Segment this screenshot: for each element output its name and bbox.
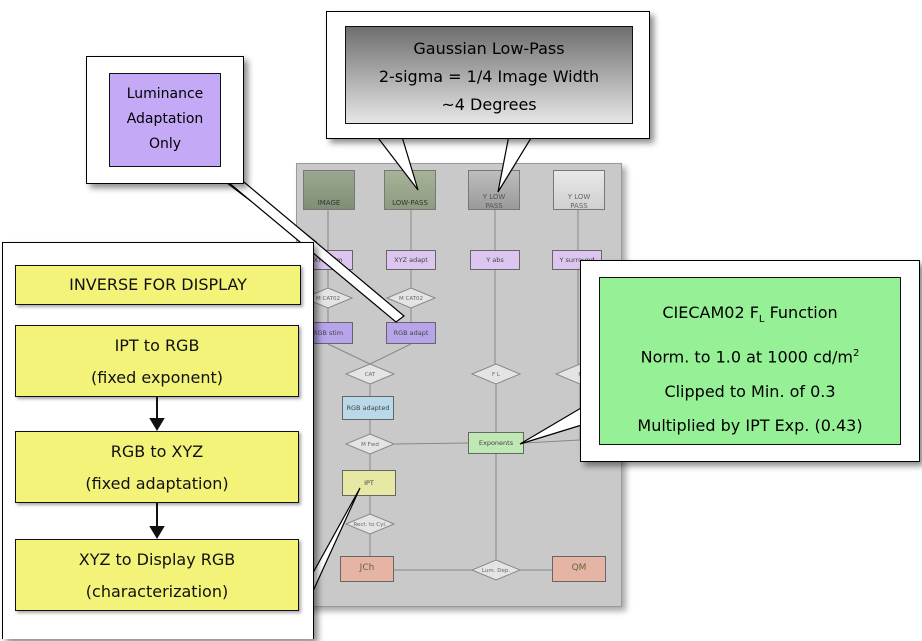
- callout-ciecam02-fl: CIECAM02 FL Function Norm. to 1.0 at 100…: [580, 260, 920, 462]
- node-label: RGB stim: [312, 329, 344, 337]
- gaussian-line-1: Gaussian Low-Pass: [413, 39, 565, 58]
- callout-luminance-adaptation: Luminance Adaptation Only: [86, 56, 244, 184]
- ciecam-clipped: Clipped to Min. of 0.3: [664, 381, 836, 401]
- node-label: Exponents: [478, 439, 514, 447]
- node-jch: JCh: [340, 556, 394, 582]
- step-2-line-2: (fixed adaptation): [85, 474, 229, 493]
- thumbnail-label: IMAGE: [317, 199, 341, 207]
- thumbnail-label: Y LOW PASS: [482, 193, 506, 210]
- node-label: QM: [571, 563, 587, 573]
- inverse-arrows: [149, 397, 165, 539]
- thumbnail-y-surround: Y LOW PASS: [553, 170, 605, 210]
- gaussian-line-2: 2-sigma = 1/4 Image Width: [378, 67, 600, 86]
- ciecam-norm-main: Norm. to 1.0 at 1000 cd/m: [640, 347, 853, 367]
- node-label: Y surround: [559, 256, 595, 264]
- node-label: IPT: [364, 479, 374, 487]
- callout-gaussian-low-pass: Gaussian Low-Pass 2-sigma = 1/4 Image Wi…: [326, 11, 650, 139]
- step-1-line-2: (fixed exponent): [91, 368, 223, 387]
- gaussian-line-3: ~4 Degrees: [441, 95, 537, 114]
- node-qm: QM: [552, 556, 606, 582]
- step-3-line-1: XYZ to Display RGB: [78, 550, 236, 569]
- diamond-label-lum-dep: Lum. Dep.: [482, 568, 510, 574]
- node-label: Y abs: [486, 256, 504, 264]
- thumbnail-y-low-pass: Y LOW PASS: [468, 170, 520, 210]
- ciecam-title-main: CIECAM02 F: [662, 303, 759, 322]
- diamond-label-rect-to-cyl: Rect. to Cyl.: [353, 522, 387, 528]
- ciecam-box: CIECAM02 FL Function Norm. to 1.0 at 100…: [599, 277, 901, 445]
- step-1-line-1: IPT to RGB: [114, 336, 200, 355]
- arrow-down-icon: [149, 418, 165, 431]
- inverse-header: INVERSE FOR DISPLAY: [15, 265, 301, 305]
- node-y-abs: Y abs: [470, 250, 520, 270]
- luminance-line-1: Luminance: [126, 86, 204, 102]
- callout-inverse-for-display: INVERSE FOR DISPLAY IPT to RGB (fixed ex…: [2, 242, 314, 639]
- inverse-step-xyz-to-display-rgb: XYZ to Display RGB (characterization): [15, 539, 299, 611]
- diamond-label-cat: CAT: [365, 372, 376, 378]
- ciecam-norm-sup: 2: [853, 348, 860, 360]
- pointer-gaussian-a: [370, 129, 419, 191]
- ciecam-title: CIECAM02 FL Function: [600, 296, 900, 337]
- node-label: XYZ adapt: [394, 256, 428, 264]
- inverse-header-label: INVERSE FOR DISPLAY: [69, 275, 247, 294]
- luminance-line-3: Only: [148, 136, 182, 152]
- node-label: RGB adapt: [393, 329, 429, 337]
- ciecam-multiplied: Multiplied by IPT Exp. (0.43): [637, 415, 863, 435]
- gaussian-box: Gaussian Low-Pass 2-sigma = 1/4 Image Wi…: [345, 26, 633, 124]
- diamond-lum-dep: [470, 559, 522, 581]
- luminance-box: Luminance Adaptation Only: [109, 73, 221, 167]
- node-label: JCh: [359, 563, 375, 573]
- ciecam-title-tail: Function: [764, 303, 838, 322]
- thumbnail-label: Y LOW PASS: [567, 193, 591, 210]
- ciecam-title-sub: L: [758, 314, 765, 326]
- diamond-label-m-fwd: M Fwd: [361, 442, 379, 448]
- ciecam-norm: Norm. to 1.0 at 1000 cd/m2: [600, 337, 900, 374]
- diamond-label-fl-a: F L: [492, 372, 501, 378]
- luminance-line-2: Adaptation: [126, 111, 204, 127]
- node-rgb-adapt: RGB adapt: [386, 322, 436, 344]
- node-rgb-stim: RGB stim: [303, 322, 353, 344]
- step-2-line-1: RGB to XYZ: [110, 442, 204, 461]
- arrow-down-icon: [149, 526, 165, 539]
- thumbnail-label: LOW-PASS: [392, 199, 428, 207]
- node-rgb-adapted: RGB adapted: [342, 396, 394, 420]
- background-diagram-panel: [296, 163, 622, 607]
- node-ipt: IPT: [342, 470, 396, 496]
- inverse-step-rgb-to-xyz: RGB to XYZ (fixed adaptation): [15, 431, 299, 503]
- thumbnail-image: IMAGE: [303, 170, 355, 210]
- node-xyz-adapt: XYZ adapt: [386, 250, 436, 270]
- node-label: RGB adapted: [346, 404, 390, 412]
- diamond-label-m-cat02-b: M CAT02: [399, 296, 423, 302]
- pointer-gaussian-b: [497, 129, 538, 193]
- step-3-line-2: (characterization): [85, 582, 229, 601]
- diamond-label-m-cat02-a: M CAT02: [316, 296, 340, 302]
- inverse-step-ipt-to-rgb: IPT to RGB (fixed exponent): [15, 325, 299, 397]
